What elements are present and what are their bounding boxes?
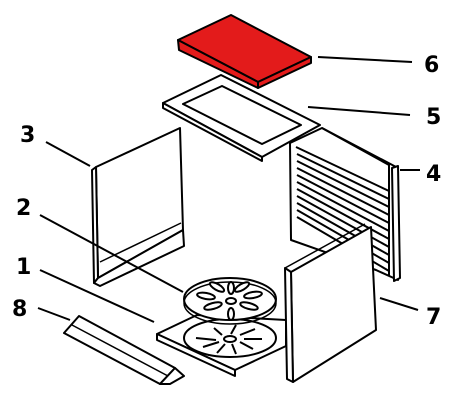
leader-6 <box>317 56 413 63</box>
front-panel-edge <box>284 267 294 383</box>
leader-7 <box>379 297 419 311</box>
bar-end-right <box>159 367 185 385</box>
callout-labels: 1 2 3 4 5 6 7 8 <box>12 53 441 330</box>
callout-7: 7 <box>426 305 441 330</box>
leader-lines <box>37 56 420 323</box>
frame-inner <box>182 85 302 145</box>
part-6-top-slab[interactable] <box>177 14 312 89</box>
leader-8 <box>37 307 71 321</box>
leader-1 <box>39 269 155 323</box>
leader-5 <box>307 106 411 116</box>
callout-6: 6 <box>424 53 439 78</box>
left-panel-edge <box>91 166 99 284</box>
callout-2: 2 <box>16 196 31 221</box>
part-2-round-grates[interactable] <box>183 277 277 358</box>
callout-5: 5 <box>426 105 441 130</box>
leader-3 <box>45 141 91 167</box>
front-panel-face <box>290 226 377 383</box>
callout-8: 8 <box>12 297 27 322</box>
left-panel-bottom <box>93 229 185 287</box>
back-panel-spine <box>321 127 390 276</box>
callout-3: 3 <box>20 123 35 148</box>
part-5-frame[interactable] <box>162 74 321 162</box>
callout-4: 4 <box>426 162 441 187</box>
part-3-left-panel[interactable] <box>91 127 185 287</box>
frame-edge <box>162 102 263 162</box>
upper-grate-slots <box>196 281 263 321</box>
back-panel-edge <box>391 165 401 282</box>
part-8-bar[interactable] <box>63 315 185 385</box>
lower-grate-slots <box>195 324 262 355</box>
front-panel-top-edge <box>284 223 366 269</box>
bar-ridge <box>71 324 169 377</box>
part-7-front-panel[interactable] <box>284 223 377 383</box>
base-plate-edge <box>156 333 236 377</box>
callout-1: 1 <box>16 255 31 280</box>
slab-side-face <box>257 56 312 89</box>
leader-2 <box>39 214 184 293</box>
